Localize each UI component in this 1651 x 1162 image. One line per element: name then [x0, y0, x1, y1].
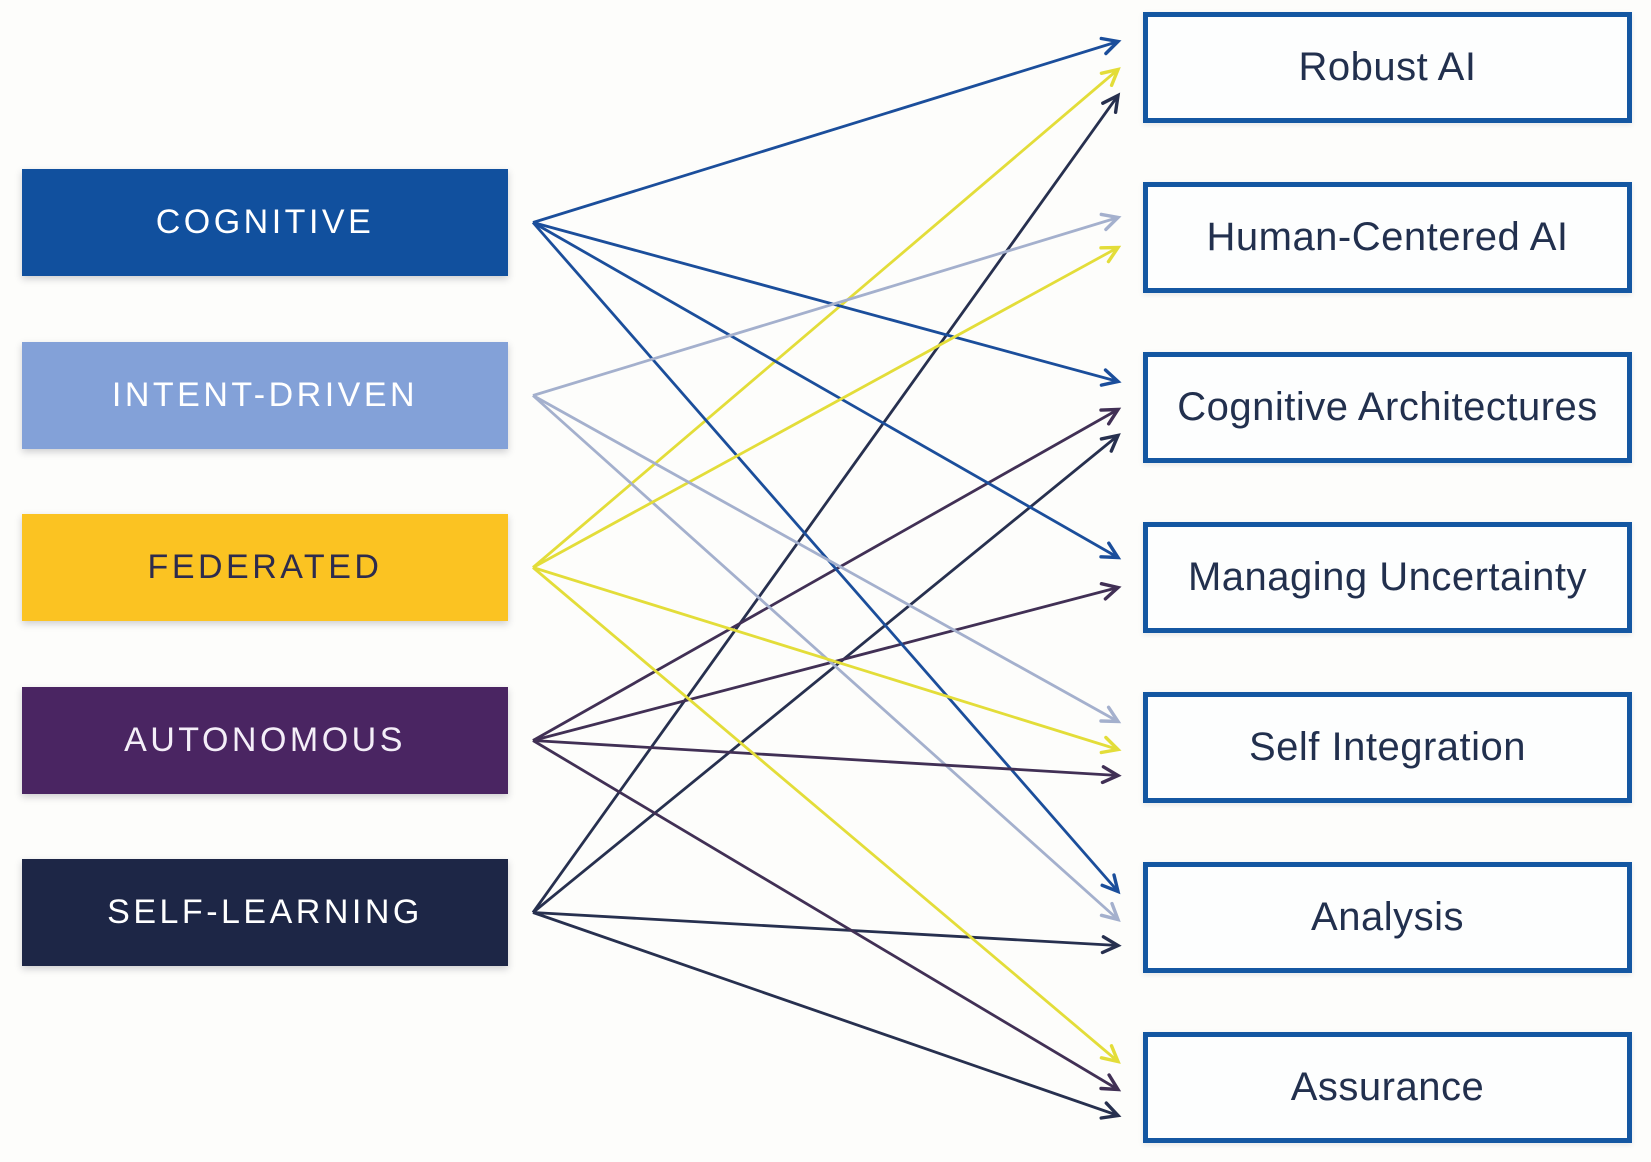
- right-node-assurance: Assurance: [1143, 1032, 1632, 1143]
- arrowhead-autonomous-assurance: [1099, 1073, 1122, 1092]
- left-node-federated: FEDERATED: [22, 514, 508, 621]
- right-node-robust-ai: Robust AI: [1143, 12, 1632, 123]
- arrowhead-autonomous-cognitive-architectures: [1099, 407, 1122, 426]
- arrowhead-cognitive-analysis: [1100, 873, 1121, 895]
- arrowhead-intent-driven-analysis: [1099, 901, 1121, 922]
- edge-federated-self-integration: [532, 566, 1119, 751]
- edge-federated-human-centered-ai: [532, 246, 1119, 569]
- edge-self-learning-cognitive-architectures: [532, 434, 1119, 914]
- right-node-human-centered-ai: Human-Centered AI: [1143, 182, 1632, 293]
- arrowhead-intent-driven-human-centered-ai: [1099, 212, 1122, 232]
- arrowhead-cognitive-cognitive-architectures: [1099, 368, 1122, 387]
- right-node-analysis: Analysis: [1143, 862, 1632, 973]
- edge-autonomous-assurance: [532, 739, 1119, 1091]
- right-node-self-integration: Self Integration: [1143, 692, 1632, 803]
- arrowhead-self-learning-analysis: [1100, 935, 1122, 955]
- arrowhead-self-learning-cognitive-architectures: [1099, 433, 1121, 453]
- edge-self-learning-assurance: [532, 911, 1119, 1117]
- edge-federated-robust-ai: [532, 68, 1119, 569]
- edge-autonomous-cognitive-architectures: [532, 408, 1119, 742]
- arrowhead-autonomous-self-integration: [1100, 765, 1122, 785]
- edge-intent-driven-human-centered-ai: [532, 216, 1119, 397]
- arrowhead-cognitive-robust-ai: [1099, 36, 1122, 56]
- arrowhead-federated-human-centered-ai: [1099, 245, 1122, 264]
- left-node-autonomous: AUTONOMOUS: [22, 687, 508, 794]
- edge-cognitive-managing-uncertainty: [532, 221, 1119, 559]
- arrowhead-federated-self-integration: [1099, 735, 1122, 755]
- right-node-managing-uncertainty: Managing Uncertainty: [1143, 522, 1632, 633]
- edge-intent-driven-self-integration: [532, 394, 1119, 723]
- arrowhead-self-learning-assurance: [1099, 1101, 1122, 1120]
- arrowhead-federated-assurance: [1099, 1044, 1121, 1064]
- left-node-intent-driven: INTENT-DRIVEN: [22, 342, 508, 449]
- arrowhead-autonomous-managing-uncertainty: [1099, 582, 1122, 601]
- arrowhead-intent-driven-self-integration: [1099, 705, 1122, 724]
- right-node-cognitive-architectures: Cognitive Architectures: [1143, 352, 1632, 463]
- edge-autonomous-managing-uncertainty: [532, 586, 1119, 742]
- edge-cognitive-robust-ai: [532, 40, 1119, 224]
- arrowhead-cognitive-managing-uncertainty: [1099, 541, 1122, 560]
- arrowhead-federated-robust-ai: [1099, 67, 1121, 87]
- edge-autonomous-self-integration: [532, 739, 1119, 777]
- edge-federated-assurance: [532, 566, 1119, 1063]
- arrowhead-self-learning-robust-ai: [1101, 92, 1121, 114]
- left-node-cognitive: COGNITIVE: [22, 169, 508, 276]
- left-node-self-learning: SELF-LEARNING: [22, 859, 508, 966]
- edge-self-learning-robust-ai: [531, 94, 1120, 914]
- edge-self-learning-analysis: [532, 911, 1119, 947]
- edge-cognitive-cognitive-architectures: [532, 221, 1119, 383]
